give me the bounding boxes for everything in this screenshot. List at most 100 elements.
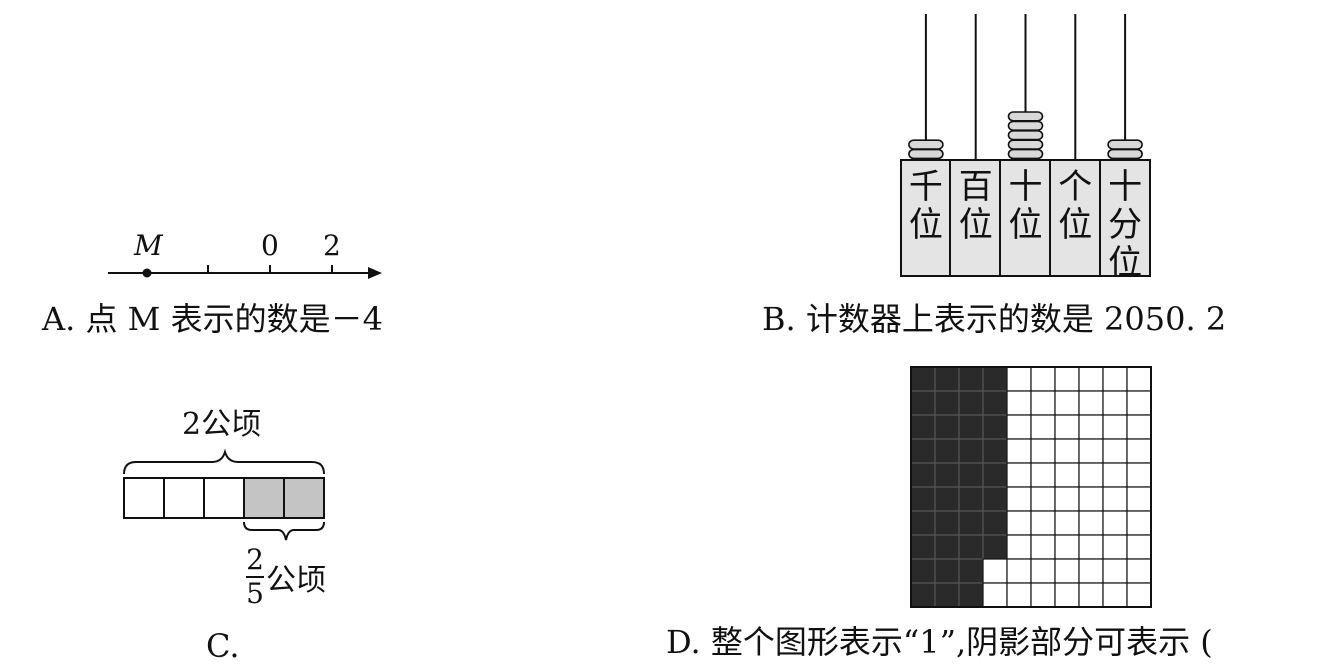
grid-cell — [1054, 462, 1080, 488]
grid-cell — [1078, 582, 1104, 608]
grid-cell — [1102, 438, 1128, 464]
grid-cell-shaded — [910, 534, 936, 560]
grid-cell — [1006, 462, 1032, 488]
grid-cell-shaded — [910, 582, 936, 608]
grid-cell — [1006, 582, 1032, 608]
grid-cell — [1006, 534, 1032, 560]
grid-cell — [1078, 414, 1104, 440]
grid-cell — [1078, 486, 1104, 512]
grid-cell — [1006, 510, 1032, 536]
grid-cell-shaded — [958, 558, 984, 584]
segment — [123, 477, 165, 519]
grid-cell-shaded — [910, 510, 936, 536]
grid-cell-shaded — [934, 486, 960, 512]
grid-cell-shaded — [982, 366, 1008, 392]
grid-cell-shaded — [910, 558, 936, 584]
grid-cell — [1054, 510, 1080, 536]
grid-cell — [1030, 510, 1056, 536]
grid-cell — [1006, 438, 1032, 464]
part-area-label: 2 5 公顷 — [246, 546, 326, 608]
grid-cell — [1006, 390, 1032, 416]
grid-cell — [1006, 366, 1032, 392]
grid-cell-shaded — [910, 486, 936, 512]
grid-cell-shaded — [958, 462, 984, 488]
grid-cell — [1054, 534, 1080, 560]
grid-cell-shaded — [958, 534, 984, 560]
grid-cell — [1126, 462, 1152, 488]
grid-cell — [1102, 390, 1128, 416]
grid-cell — [1030, 414, 1056, 440]
grid-cell-shaded — [934, 414, 960, 440]
grid-cell-shaded — [910, 462, 936, 488]
grid-cell-shaded — [934, 510, 960, 536]
grid-cell-shaded — [982, 462, 1008, 488]
abacus-column-label: 千 位 — [908, 167, 943, 245]
segment-shaded — [283, 477, 325, 519]
fraction: 2 5 — [246, 546, 264, 608]
point-m-label: M — [134, 229, 163, 262]
grid-cell-shaded — [934, 366, 960, 392]
abacus-bead — [908, 139, 944, 150]
grid-cell — [1078, 510, 1104, 536]
grid-cell — [1126, 534, 1152, 560]
grid-cell-shaded — [958, 486, 984, 512]
abacus-column-label: 十 分 位 — [1108, 167, 1143, 283]
abacus-column-label: 个 位 — [1058, 167, 1093, 245]
grid-cell — [1126, 558, 1152, 584]
grid-cell-shaded — [982, 510, 1008, 536]
abacus-base — [900, 159, 1151, 277]
part-brace — [243, 521, 325, 541]
grid-cell — [1078, 462, 1104, 488]
grid-cell — [1102, 558, 1128, 584]
fraction-bar — [246, 576, 264, 578]
grid-cell — [1078, 438, 1104, 464]
grid-cell-shaded — [982, 486, 1008, 512]
grid-cell — [1126, 510, 1152, 536]
grid-cell — [1006, 414, 1032, 440]
grid-cell — [1054, 414, 1080, 440]
part-unit: 公顷 — [266, 563, 326, 598]
grid-cell-shaded — [958, 510, 984, 536]
number-line-arrow — [368, 267, 382, 279]
grid-cell — [1102, 582, 1128, 608]
grid-cell — [982, 558, 1008, 584]
grid-cell-shaded — [934, 582, 960, 608]
grid-cell — [1078, 390, 1104, 416]
grid-cell-shaded — [934, 462, 960, 488]
grid-cell — [1126, 438, 1152, 464]
grid-cell — [1078, 534, 1104, 560]
option-c-caption: C. — [206, 627, 240, 665]
grid-cell — [1030, 558, 1056, 584]
grid-cell — [1102, 366, 1128, 392]
grid-cell-shaded — [910, 414, 936, 440]
grid-cell — [1030, 582, 1056, 608]
grid-cell — [1126, 366, 1152, 392]
grid-cell — [1030, 462, 1056, 488]
option-b-caption: B. 计数器上表示的数是 2050. 2 — [762, 300, 1227, 338]
grid-cell — [1054, 390, 1080, 416]
grid-cell — [1006, 558, 1032, 584]
grid-cell-shaded — [958, 438, 984, 464]
grid-cell — [1126, 390, 1152, 416]
grid-cell — [1126, 414, 1152, 440]
point-m — [142, 268, 152, 278]
grid-cell-shaded — [934, 534, 960, 560]
grid-cell-shaded — [982, 438, 1008, 464]
grid-cell — [1054, 438, 1080, 464]
grid-cell — [1030, 390, 1056, 416]
option-d-caption: D. 整个图形表示“1”,阴影部分可表示 ( — [666, 623, 1213, 661]
grid-cell — [1078, 366, 1104, 392]
grid-cell-shaded — [910, 390, 936, 416]
grid-cell-shaded — [982, 414, 1008, 440]
abacus-bead — [1107, 139, 1143, 150]
option-a-caption: A. 点 M 表示的数是－4 — [42, 300, 383, 338]
grid-cell — [1102, 534, 1128, 560]
grid-cell — [1126, 486, 1152, 512]
grid-cell-shaded — [934, 438, 960, 464]
grid-cell-shaded — [958, 582, 984, 608]
grid-cell — [1054, 486, 1080, 512]
